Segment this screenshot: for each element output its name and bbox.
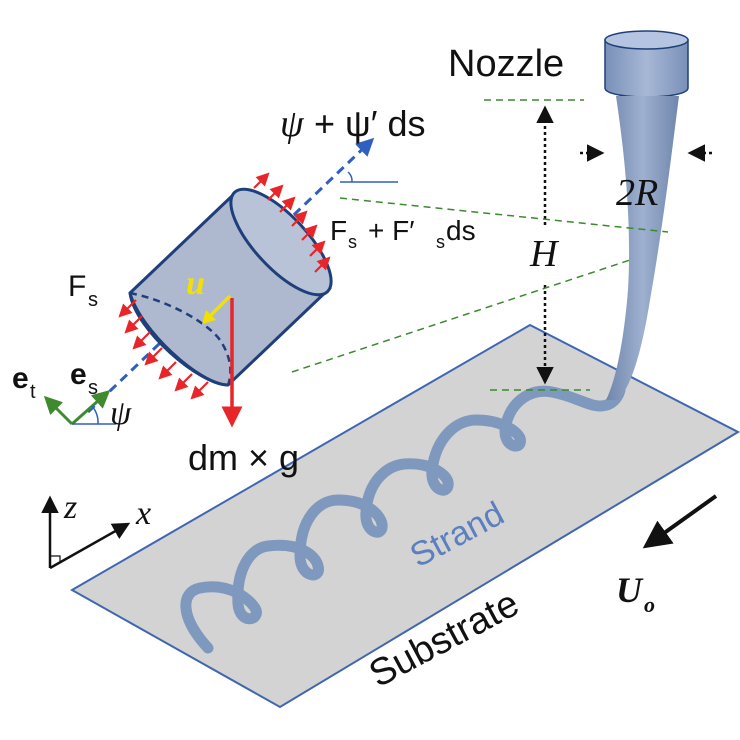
coordinate-axes (41, 495, 131, 570)
fs-next-label-plus: + F′ (368, 215, 414, 246)
es-label-sub: s (88, 377, 98, 399)
u-label: u (186, 265, 205, 302)
height-dimension (484, 99, 590, 391)
fs-label-sub: s (88, 289, 98, 311)
substrate-velocity-arrow (642, 494, 718, 549)
axis-z-label: z (63, 489, 77, 526)
height-label: H (529, 233, 560, 275)
psi-label: ψ (110, 395, 132, 432)
velocity-label-sub: o (644, 592, 655, 617)
psi-next-label-symbol: ψ (280, 103, 305, 145)
axis-x-label: x (135, 495, 151, 532)
jet-filament (606, 96, 679, 400)
fs-label-f: F (68, 270, 86, 303)
velocity-label-u: U (616, 570, 644, 610)
weight-label: dm × g (188, 437, 299, 478)
psi-next-arc (347, 171, 353, 183)
psi-next-label-rest: + ψ′ ds (314, 103, 425, 144)
zoom-guide-lines (291, 197, 669, 373)
fs-next-label-ds: ds (446, 215, 476, 246)
strand-coil (180, 384, 626, 654)
u-velocity-arrowhead (202, 310, 216, 324)
fs-next-label-sub2: s (436, 232, 445, 252)
et-label-e: e (12, 362, 29, 395)
diameter-label: 2R (616, 172, 658, 214)
nozzle-label: Nozzle (448, 43, 564, 85)
tension-arrows-right-face (253, 172, 331, 273)
local-frame (43, 390, 116, 426)
fs-next-label-sub1: s (348, 232, 357, 252)
tension-arrows-left-face (118, 299, 209, 400)
et-label-sub: t (30, 381, 36, 403)
nozzle (604, 30, 689, 98)
u-velocity-arrow (206, 294, 232, 320)
strand-element (128, 187, 333, 387)
es-label-e: e (70, 358, 87, 391)
fs-next-label-f: F (330, 215, 347, 246)
